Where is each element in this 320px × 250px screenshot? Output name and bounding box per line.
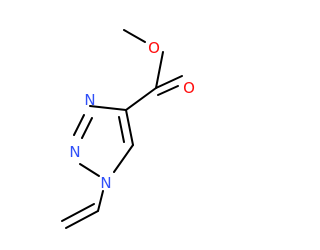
bond-n3-n2-double-1: [73, 114, 85, 136]
bond-n1-vinyl: [97, 190, 104, 212]
bond-carbonyl-c4: [125, 87, 157, 111]
bonds: [61, 29, 183, 229]
bond-n2-n1: [79, 163, 100, 177]
bond-methyl-oester: [123, 29, 146, 43]
bond-vinyl-double-1: [65, 210, 99, 229]
atom-labels: O O N N N: [69, 39, 195, 192]
bond-vinyl-double-2: [61, 203, 95, 222]
atom-n3: N: [84, 91, 95, 109]
bond-carbonyl-double-1: [155, 75, 183, 89]
bond-n1-c5: [113, 144, 134, 173]
atom-o-carbonyl: O: [183, 79, 195, 97]
bond-c5-c4-double-2: [118, 116, 125, 143]
bond-c4-n3: [89, 105, 127, 111]
bond-oester-carbonyl: [155, 51, 164, 89]
molecule-drawing: O O N N N: [61, 29, 195, 229]
structure-canvas: O O N N N: [61, 29, 195, 229]
bond-n3-n2-double-2: [81, 117, 93, 139]
atom-n2: N: [69, 143, 80, 161]
atom-n1: N: [100, 174, 111, 192]
bond-carbonyl-double-2: [157, 85, 179, 96]
bond-c5-c4-double-1: [125, 109, 134, 146]
atom-o-ester: O: [148, 39, 160, 57]
